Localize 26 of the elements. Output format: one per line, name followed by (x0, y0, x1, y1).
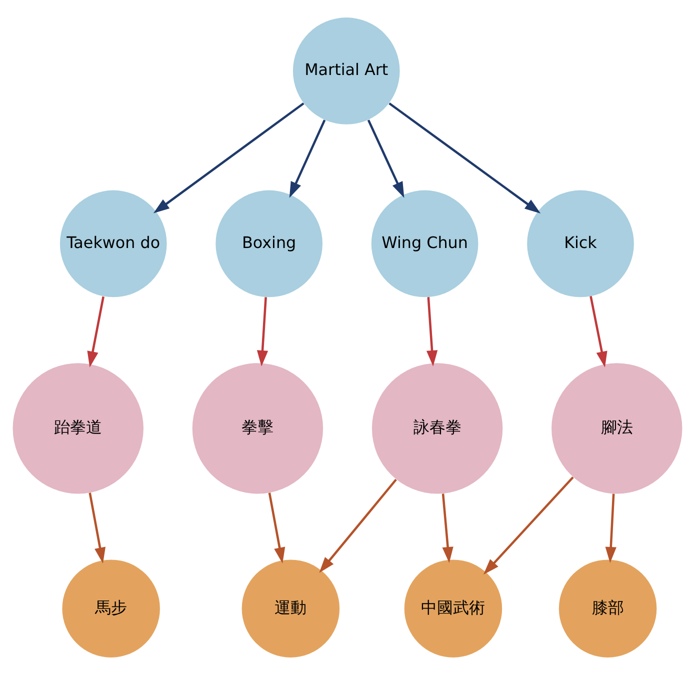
node-circle: Martial Art (292, 18, 400, 124)
node-circle: Kick (527, 190, 634, 298)
arrow (153, 102, 304, 214)
node-circle: 馬步 (62, 560, 160, 658)
arrow (442, 494, 454, 563)
arrow (426, 297, 438, 366)
arrow (483, 476, 574, 575)
arrow (268, 492, 286, 564)
arrow (605, 494, 616, 563)
arrow (388, 102, 541, 214)
node-circle: 運動 (242, 560, 340, 658)
arrow (367, 120, 404, 198)
node-circle: Boxing (216, 190, 322, 298)
node-circle: 跆拳道 (12, 363, 144, 494)
node-circle: 詠春拳 (372, 363, 503, 494)
arrow (88, 492, 106, 564)
arrow (256, 297, 268, 366)
node-circle: 腳法 (552, 363, 682, 494)
node-circle: Taekwon do (60, 190, 167, 298)
node-circle: Wing Chun (371, 190, 478, 298)
arrow (87, 296, 104, 368)
arrow (590, 296, 608, 368)
arrow (319, 478, 397, 573)
node-circle: 膝部 (558, 560, 657, 658)
node-circle: 拳擊 (192, 363, 324, 494)
arrow (289, 120, 326, 198)
